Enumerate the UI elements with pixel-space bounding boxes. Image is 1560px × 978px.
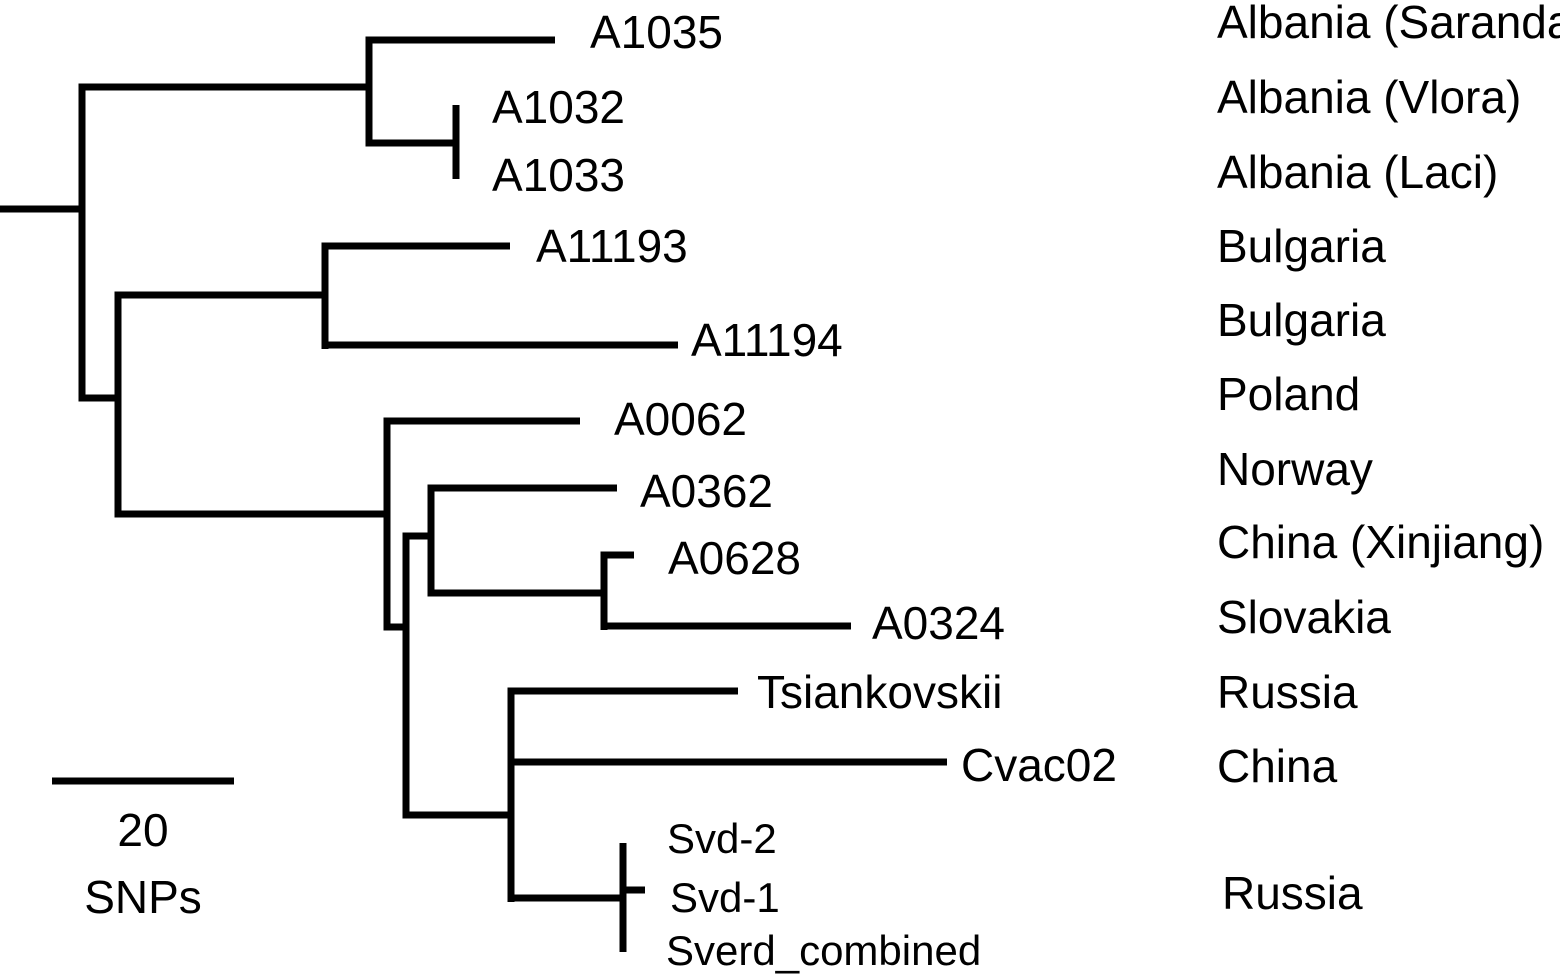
origin-label-a11194: Bulgaria — [1217, 294, 1386, 346]
scale-bar-unit: SNPs — [84, 871, 202, 923]
origin-label-sverdlovsk: Russia — [1222, 867, 1363, 919]
origin-label-a0628: China (Xinjiang) — [1217, 516, 1544, 568]
tip-label-svd-2: Svd-2 — [667, 815, 777, 862]
origin-label-a0062: Poland — [1217, 368, 1360, 420]
tip-label-a0062: A0062 — [614, 393, 747, 445]
tip-label-cvac02: Cvac02 — [961, 739, 1117, 791]
tip-label-a11194: A11194 — [691, 314, 843, 366]
tip-label-a0324: A0324 — [872, 597, 1005, 649]
tip-label-a11193: A11193 — [536, 220, 688, 272]
origin-label-a0362: Norway — [1217, 443, 1373, 495]
origin-label-a1035: Albania (Saranda) — [1217, 0, 1560, 48]
tip-label-a0628: A0628 — [668, 532, 801, 584]
tip-label-tsiankovskii: Tsiankovskii — [757, 666, 1002, 718]
tip-label-a0362: A0362 — [640, 465, 773, 517]
origin-label-tsiankovskii: Russia — [1217, 666, 1358, 718]
origin-label-a11193: Bulgaria — [1217, 220, 1386, 272]
scale-bar-value: 20 — [117, 804, 168, 856]
origin-label-a0324: Slovakia — [1217, 591, 1391, 643]
tip-label-sverd-combined: Sverd_combined — [666, 927, 981, 974]
tree-branches — [0, 36, 947, 952]
origin-label-cvac02: China — [1217, 740, 1338, 792]
tip-labels: A1035 A1032 A1033 A11193 A11194 A0062 A0… — [492, 6, 1117, 974]
tip-label-a1033: A1033 — [492, 149, 625, 201]
scale-bar: 20 SNPs — [52, 777, 234, 923]
origin-label-a1032: Albania (Vlora) — [1217, 71, 1521, 123]
tip-label-a1032: A1032 — [492, 81, 625, 133]
tip-label-svd-1: Svd-1 — [670, 874, 780, 921]
origin-labels: Albania (Saranda) Albania (Vlora) Albani… — [1217, 0, 1560, 919]
origin-label-a1033: Albania (Laci) — [1217, 146, 1498, 198]
tip-label-a1035: A1035 — [590, 6, 723, 58]
